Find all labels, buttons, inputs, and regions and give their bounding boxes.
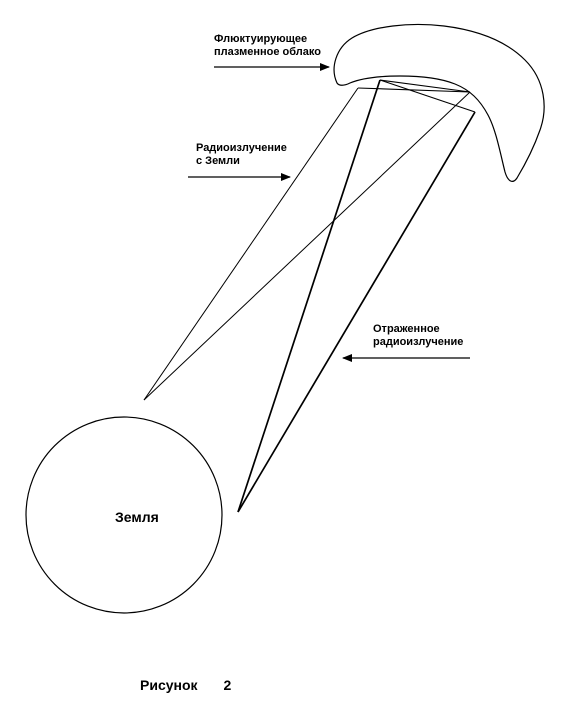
label-reflected-emission: Отраженное радиоизлучение: [373, 323, 463, 349]
label-radio-emission-line-1: Радиоизлучение: [196, 142, 287, 154]
radio-rays-reflected: [237, 79, 476, 513]
ray-reflected-1: [237, 79, 381, 513]
label-radio-emission: Радиоизлучение с Земли: [196, 142, 287, 168]
label-plasma-cloud-line-1: Флюктуирующее: [214, 33, 308, 45]
label-plasma-cloud: Флюктуирующее плазменное облако: [214, 33, 321, 59]
label-arrows: [188, 63, 470, 362]
ray-reflected-2: [237, 111, 476, 513]
ray-outgoing-1: [143, 87, 359, 401]
ray-outgoing-2: [143, 91, 471, 401]
earth-circle: [25, 416, 223, 614]
plasma-cloud-shape: [333, 23, 545, 182]
label-reflected-emission-line-2: радиоизлучение: [373, 336, 464, 348]
label-plasma-cloud-line-2: плазменное облако: [214, 46, 321, 58]
scatter-line-2: [379, 79, 476, 113]
scatter-line-3: [379, 79, 471, 93]
label-radio-emission-line-2: с Земли: [196, 155, 240, 167]
label-earth: Земля: [115, 509, 159, 525]
figure-caption-number: 2: [223, 677, 232, 693]
figure-caption-word: Рисунок: [140, 677, 198, 693]
figure-caption: Рисунок 2: [140, 677, 231, 693]
label-reflected-emission-line-1: Отраженное: [373, 323, 440, 335]
radio-rays-outgoing: [143, 87, 471, 401]
